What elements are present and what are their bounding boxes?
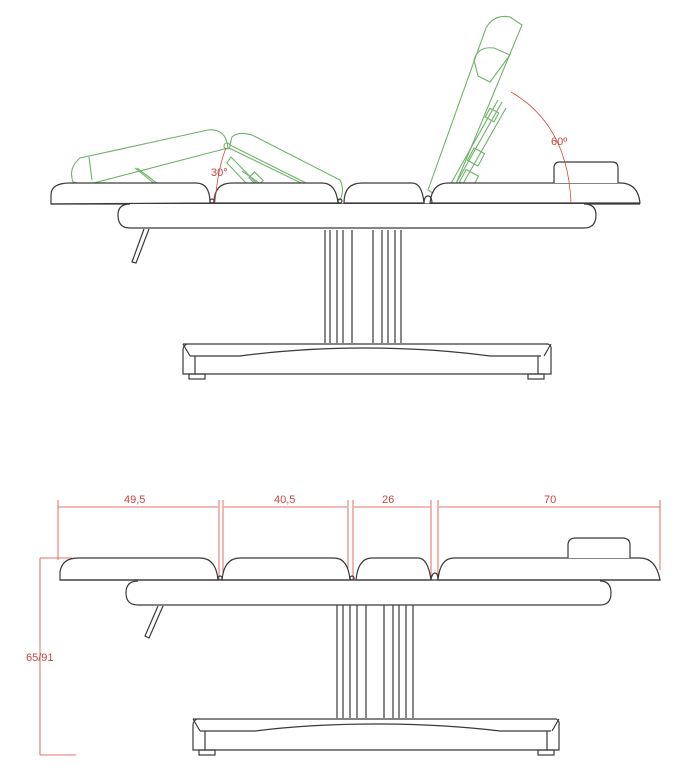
base-top [182, 343, 552, 380]
cushions-top [50, 161, 641, 205]
base-bottom [192, 718, 560, 756]
frame-top [117, 203, 597, 229]
dimension-height: 65/91 [26, 652, 54, 664]
back-section-raised [427, 15, 523, 204]
lever-bottom [144, 605, 164, 639]
top-view: 30° 60º [50, 15, 641, 380]
angle-leg-label: 30° [211, 167, 228, 179]
lever-top [131, 228, 150, 264]
dimension-section-1: 49,5 [124, 494, 145, 506]
column-bottom [336, 605, 414, 718]
cushions-bottom [59, 537, 661, 581]
frame-bottom [125, 580, 612, 606]
dimension-lines: 49,5 40,5 26 70 65/91 [26, 494, 661, 756]
dimension-section-3: 26 [382, 494, 394, 506]
bottom-view: 49,5 40,5 26 70 65/91 [26, 494, 661, 756]
column-top [324, 230, 402, 343]
dimension-section-2: 40,5 [274, 494, 295, 506]
angle-annotations: 30° 60º [211, 91, 572, 204]
angle-back-label: 60º [551, 136, 567, 148]
dimension-section-4: 70 [544, 494, 556, 506]
